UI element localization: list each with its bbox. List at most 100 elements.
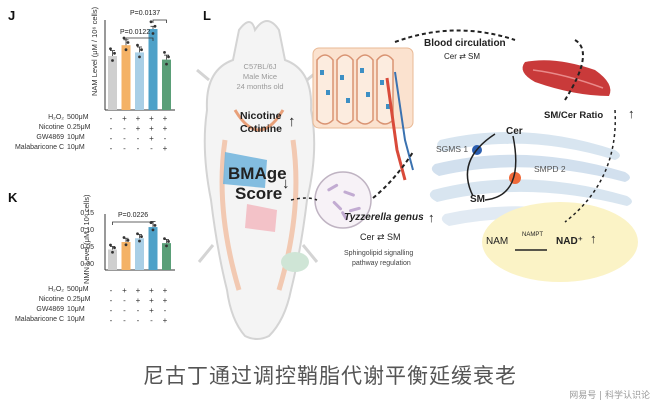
treatment-dose: 10μM [67,144,85,151]
treatment-sign: - [163,306,167,315]
panel-j-pvalue-top: P=0.0137 [130,10,161,17]
data-point [122,236,126,239]
treatment-name: GW4869 [36,134,64,141]
treatment-name: H₂O₂ [48,286,64,293]
data-point [136,43,139,47]
treatment-name: Nicotine [38,296,64,303]
treatment-sign: + [162,114,168,123]
nampt-label: NAMPT [522,232,543,238]
treatment-sign: + [135,296,141,305]
treatment-sign: - [123,134,126,143]
treatment-name: Nicotine [38,124,64,131]
nucleus-glow [482,202,638,282]
treatment-sign: - [136,316,140,325]
treatment-sign: + [135,124,141,133]
panel-k-letter: K [8,190,18,205]
significance-bracket [125,37,154,41]
panel-j-ylabel: NAM Level (μM / 10⁶ cells) [90,6,99,96]
cer-sm-top-label: Cer ⇄ SM [444,52,481,61]
bar [135,238,144,270]
data-point [113,51,116,55]
treatment-sign: + [149,286,154,295]
treatment-sign: - [150,144,153,153]
sm-label: SM [470,194,485,205]
data-point [165,244,168,248]
data-point [153,223,157,227]
nam-label: NAM [486,236,509,247]
treatment-sign: - [123,124,126,133]
bar [108,249,117,270]
treatment-sign: + [149,296,154,305]
mouse-age: 24 months old [236,82,284,91]
treatment-sign: + [162,296,168,305]
data-point [138,55,141,59]
bmage-down-arrow: ↓ [282,175,290,192]
nad-up-arrow: ↑ [590,231,597,246]
bar [108,56,117,110]
data-point [124,243,128,247]
treatment-name: Malabaricone C [14,144,64,151]
panel-j-letter: J [8,8,16,23]
treatment-sign: - [136,134,140,143]
treatment-sign: + [122,114,127,123]
treatment-sign: + [162,124,168,133]
tissue-blue [223,152,267,188]
tissue-pink [245,204,277,232]
treatment-sign: - [163,134,167,143]
cycle-arrow-right [484,135,517,201]
treatment-sign: + [162,144,168,153]
blood-circulation-label: Blood circulation [424,38,506,49]
tyzzerella-label: Tyzzerella genus [344,212,424,223]
panel-k-chart [104,214,175,271]
treatment-sign: - [109,124,113,133]
treatment-sign: - [109,306,113,315]
nicotine-label: Nicotine [240,110,282,122]
treatment-sign: + [149,114,154,123]
treatment-sign: + [135,286,141,295]
bar [135,52,144,110]
cer-sm-bottom-label: Cer ⇄ SM [360,232,401,242]
ratio-label: SM/Cer Ratio [544,110,604,121]
data-point [126,238,130,242]
nicotine-up-arrow: ↑ [288,113,296,130]
mouse-sex: Male Mice [242,72,278,81]
data-point [165,62,168,66]
data-point [140,235,143,238]
data-point [140,48,143,52]
treatment-sign: + [149,134,154,143]
microbe-rods [327,183,361,221]
treatment-sign: - [150,316,153,325]
panel-k-ytick: 0.15 [80,210,94,217]
mouse-strain: C57BL/6J [243,62,277,71]
panel-k-pvalue: P=0.0226 [118,212,149,219]
intestine-villi [312,47,414,181]
data-point [151,228,155,232]
treatment-dose: 0.25μM [67,296,91,303]
data-point [109,243,112,247]
panel-l-illustration [196,20,638,340]
data-point [149,20,153,24]
tyzzerella-up-arrow: ↑ [428,210,435,225]
data-point [167,55,170,59]
bar [148,29,158,110]
panel-j-pvalue-low: P=0.0122 [120,29,151,36]
treatment-sign: + [135,114,141,123]
treatment-sign: - [136,144,140,153]
treatment-sign: - [109,296,113,305]
panel-j-chart [104,19,175,111]
significance-bracket [152,19,167,23]
treatment-sign: - [123,144,126,153]
treatment-sign: - [123,296,126,305]
treatment-name: GW4869 [36,306,64,313]
figure-caption: 尼古丁通过调控鞘脂代谢平衡延缓衰老 [143,364,517,388]
panel-k-ylabel: NMN Level (μM / 10⁶ cells) [82,194,91,284]
treatment-dose: 500μM [67,114,89,121]
treatment-sign: - [136,306,140,315]
